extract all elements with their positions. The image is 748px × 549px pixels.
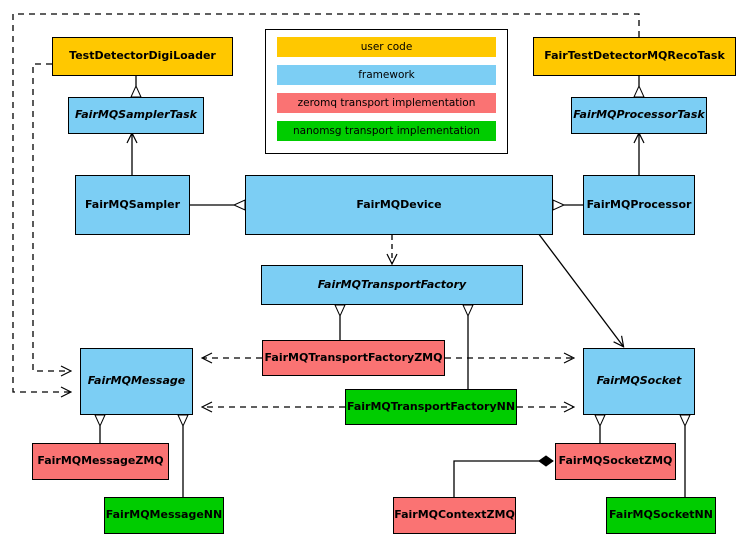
class-node-testdetectordigiloader[interactable]: TestDetectorDigiLoader <box>52 37 233 76</box>
class-node-fairmqtransportfactoryzmq[interactable]: FairMQTransportFactoryZMQ <box>262 340 445 376</box>
class-node-fairmqsamplertask[interactable]: FairMQSamplerTask <box>68 97 204 134</box>
class-node-fairmqcontextzmq[interactable]: FairMQContextZMQ <box>393 497 516 534</box>
edge-association-device-socket <box>537 232 623 346</box>
class-node-fairmqprocessor[interactable]: FairMQProcessor <box>583 175 695 235</box>
class-label: FairMQDevice <box>356 197 442 211</box>
class-label: FairMQSocket <box>596 374 682 388</box>
legend: user code framework zeromq transport imp… <box>265 29 508 154</box>
class-label: TestDetectorDigiLoader <box>69 49 216 63</box>
class-label: FairMQMessageNN <box>105 508 223 522</box>
class-node-fairmqmessagezmq[interactable]: FairMQMessageZMQ <box>32 443 169 480</box>
class-label: FairMQMessageZMQ <box>37 454 164 468</box>
class-node-fairmqtransportfactorynn[interactable]: FairMQTransportFactoryNN <box>345 389 517 425</box>
class-label: FairMQProcessorTask <box>573 108 705 122</box>
legend-item-nanomsg: nanomsg transport implementation <box>277 121 496 141</box>
legend-item-zeromq: zeromq transport implementation <box>277 93 496 113</box>
edge-dependency-recotask-message <box>12 13 640 392</box>
edge-dependency-digiloader-message <box>32 63 70 371</box>
class-node-fairmqsocketnn[interactable]: FairMQSocketNN <box>606 497 716 534</box>
legend-label-nanomsg: nanomsg transport implementation <box>293 125 480 137</box>
legend-label-framework: framework <box>358 69 415 81</box>
legend-item-user-code: user code <box>277 37 496 57</box>
class-node-fairtestdetectormqrecotask[interactable]: FairTestDetectorMQRecoTask <box>533 37 736 76</box>
class-node-fairmqmessage[interactable]: FairMQMessage <box>80 348 193 415</box>
class-node-fairmqsocket[interactable]: FairMQSocket <box>583 348 695 415</box>
class-label: FairMQSocketNN <box>609 508 713 522</box>
class-label: FairMQTransportFactoryZMQ <box>264 350 443 364</box>
class-label: FairMQTransportFactoryNN <box>346 399 516 413</box>
class-node-fairmqtransportfactory[interactable]: FairMQTransportFactory <box>261 265 523 305</box>
edge-composition-socketzmq-contextzmq <box>453 455 554 497</box>
legend-item-framework: framework <box>277 65 496 85</box>
class-node-fairmqprocessortask[interactable]: FairMQProcessorTask <box>571 97 707 134</box>
class-label: FairMQSocketZMQ <box>558 454 673 468</box>
class-label: FairMQProcessor <box>586 197 692 211</box>
class-node-fairmqmessagenn[interactable]: FairMQMessageNN <box>104 497 224 534</box>
legend-label-zeromq: zeromq transport implementation <box>297 97 476 109</box>
class-label: FairMQMessage <box>87 374 186 388</box>
legend-label-user-code: user code <box>360 41 413 53</box>
class-label: FairTestDetectorMQRecoTask <box>544 49 725 63</box>
class-node-fairmqsampler[interactable]: FairMQSampler <box>75 175 190 235</box>
class-label: FairMQTransportFactory <box>317 277 467 291</box>
class-label: FairMQSamplerTask <box>75 108 197 122</box>
class-node-fairmqsocketzmq[interactable]: FairMQSocketZMQ <box>555 443 676 480</box>
class-node-fairmqdevice[interactable]: FairMQDevice <box>245 175 553 235</box>
class-label: FairMQSampler <box>84 197 181 211</box>
class-label: FairMQContextZMQ <box>394 508 515 522</box>
